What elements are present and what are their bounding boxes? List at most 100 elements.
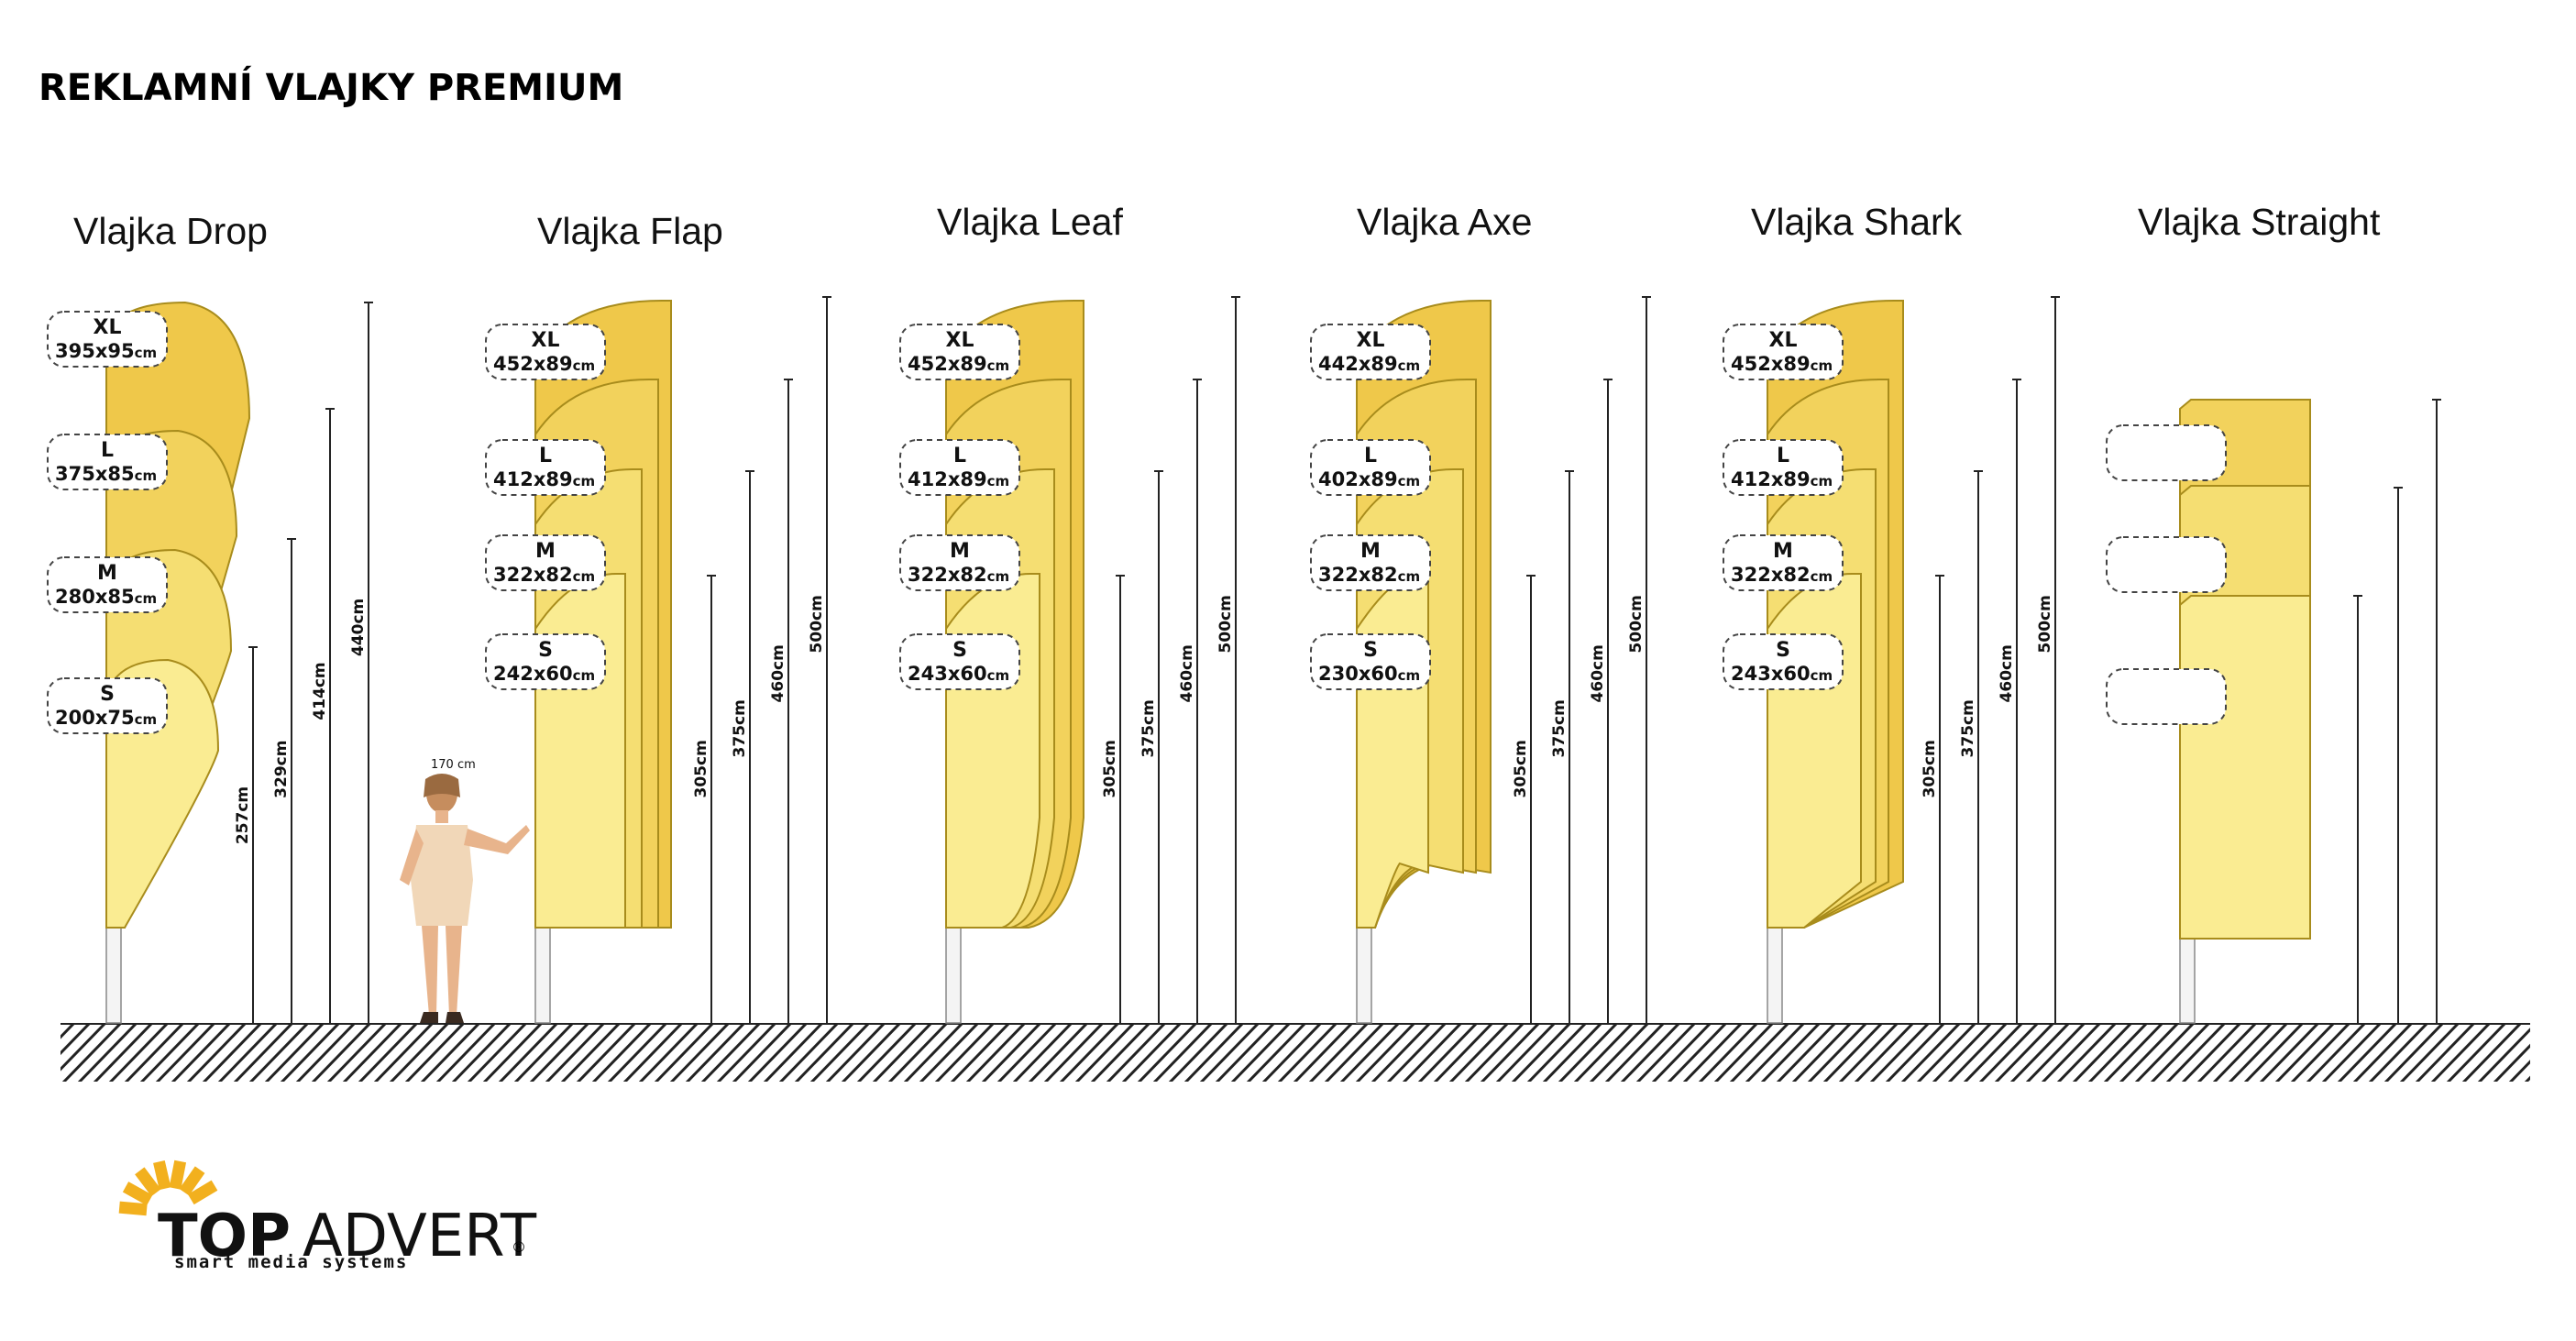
- hatch-line: [2228, 1025, 2288, 1082]
- hatch-line: [311, 1025, 371, 1082]
- hatch-line: [638, 1025, 699, 1082]
- hatch-line: [2306, 1025, 2366, 1082]
- flag-title-leaf: Vlajka Leaf: [937, 201, 1123, 243]
- hatch-line: [1339, 1025, 1400, 1082]
- hatch-line: [217, 1025, 278, 1082]
- hatch-line: [1215, 1025, 1275, 1082]
- flag-shape-S: [945, 573, 1040, 929]
- size-unit: cm: [135, 711, 158, 728]
- hatch-line: [856, 1025, 917, 1082]
- sun-ray: [135, 1167, 161, 1197]
- height-label: 460cm: [1589, 644, 1607, 702]
- logo-brand-bold: TOP: [158, 1203, 291, 1270]
- hatch-line: [2321, 1025, 2382, 1082]
- hatch-line: [716, 1025, 776, 1082]
- hatch-line: [342, 1025, 402, 1082]
- size-code: L: [539, 445, 552, 467]
- size-unit: cm: [987, 667, 1010, 684]
- flag-shape-S: [1767, 573, 1862, 929]
- hatch-line: [1932, 1025, 1992, 1082]
- hatch-line: [1589, 1025, 1649, 1082]
- hatch-line: [1698, 1025, 1758, 1082]
- hatch-line: [2446, 1025, 2506, 1082]
- height-measure-440cm: 440cm: [349, 302, 373, 1023]
- hatch-line: [2352, 1025, 2413, 1082]
- size-label-box: [2106, 668, 2227, 725]
- height-measure-305cm: 305cm: [1101, 575, 1125, 1023]
- hatch-line: [1916, 1025, 1976, 1082]
- hatch-line: [2430, 1025, 2491, 1082]
- size-dims: 200x75cm: [55, 707, 157, 729]
- hatch-line: [1012, 1025, 1073, 1082]
- hatch-line: [2165, 1025, 2226, 1082]
- hatch-line: [1355, 1025, 1415, 1082]
- height-label: 375cm: [1139, 699, 1158, 757]
- hatch-line: [61, 1025, 106, 1072]
- hatch-line: [1838, 1025, 1899, 1082]
- hatch-line: [61, 1025, 122, 1082]
- hatch-line: [669, 1025, 730, 1082]
- height-label: 440cm: [349, 599, 368, 656]
- person-silhouette: 170 cm: [400, 758, 530, 1023]
- size-code: XL: [94, 316, 122, 339]
- hatch-line: [1043, 1025, 1104, 1082]
- hatch-line: [2056, 1025, 2117, 1082]
- height-measure-375cm: 375cm: [731, 470, 754, 1023]
- hatch-line: [2399, 1025, 2460, 1082]
- size-code: S: [100, 683, 115, 706]
- hatch-line: [2337, 1025, 2397, 1082]
- size-unit: cm: [1811, 473, 1833, 489]
- hatch-line: [295, 1025, 356, 1082]
- size-unit: cm: [573, 568, 596, 585]
- hatch-line: [1511, 1025, 1571, 1082]
- hatch-line: [2540, 1023, 2576, 1083]
- logo-sun-icon: [118, 1160, 218, 1216]
- height-label: 305cm: [692, 740, 710, 797]
- size-code: S: [1363, 639, 1378, 662]
- flag-group-flap: Vlajka FlapXL452x89cmL412x89cmM322x82cmS…: [485, 210, 831, 1024]
- size-unit: cm: [135, 590, 158, 607]
- size-dims: 230x60cm: [1318, 663, 1420, 685]
- size-code: M: [97, 562, 117, 585]
- flag-title-shark: Vlajka Shark: [1751, 201, 1963, 243]
- size-label-box: [899, 633, 1020, 690]
- hatch-line: [1495, 1025, 1556, 1082]
- size-label-box: [1310, 633, 1431, 690]
- height-label: 414cm: [311, 662, 329, 720]
- size-label-box: [47, 311, 168, 368]
- hatch-line: [373, 1025, 434, 1082]
- flag-shape-3: [2179, 595, 2311, 940]
- hatch-line: [202, 1025, 262, 1082]
- hatch-line: [1199, 1025, 1260, 1082]
- hatch-line: [1090, 1025, 1150, 1082]
- logo-tagline: smart media systems: [174, 1252, 408, 1272]
- hatch-line: [1277, 1025, 1338, 1082]
- hatch-line: [1745, 1025, 1805, 1082]
- size-label-2: [2106, 536, 2227, 593]
- ground-hatch-lines: [61, 1023, 2576, 1083]
- hatch-line: [1963, 1025, 2023, 1082]
- hatch-line: [2212, 1025, 2273, 1082]
- flag-pole: [1767, 927, 1783, 1024]
- sun-ray: [122, 1182, 153, 1206]
- hatch-line: [326, 1025, 387, 1082]
- height-measure-460cm: 460cm: [1589, 379, 1613, 1023]
- hatch-line: [1947, 1025, 2008, 1082]
- hatch-line: [2009, 1025, 2070, 1082]
- size-code: XL: [946, 329, 974, 352]
- size-dims: 442x89cm: [1318, 353, 1420, 375]
- height-measure-257cm: 257cm: [234, 646, 258, 1023]
- size-label-box: [1723, 633, 1844, 690]
- size-label-box: [1723, 439, 1844, 496]
- size-code: S: [952, 639, 967, 662]
- hatch-line: [498, 1025, 558, 1082]
